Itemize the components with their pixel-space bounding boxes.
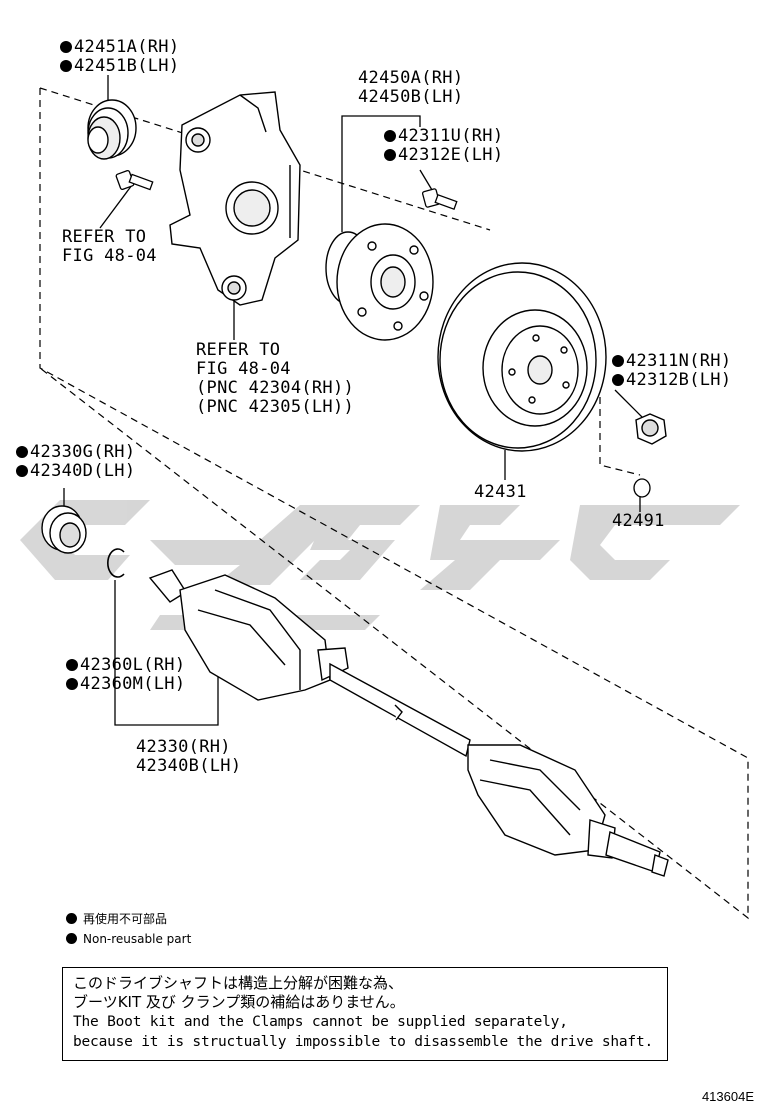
label-42330-rh: 42330(RH)	[136, 737, 231, 757]
legend-jp-text: 再使用不可部品	[83, 912, 168, 926]
label-42451-rh: 42451A(RH)	[74, 37, 180, 57]
label-42330g: 42330G(RH) 42340D(LH)	[16, 443, 135, 481]
lock-nut-part	[635, 413, 667, 445]
label-42360l-rh: 42360L(RH)	[80, 655, 186, 675]
note-jp-line2: ブーツKIT 及び クランプ類の補給はありません。	[73, 993, 405, 1011]
label-42312b-lh: 42312B(LH)	[626, 370, 732, 390]
watermark-logo	[20, 500, 740, 630]
note-en-line2: because it is structually impossible to …	[73, 1034, 654, 1050]
non-reusable-dot	[612, 355, 624, 367]
non-reusable-dot	[612, 374, 624, 386]
label-42360m-lh: 42360M(LH)	[80, 674, 186, 694]
refer-to-line: REFER TO	[62, 227, 147, 247]
legend-dot	[66, 933, 77, 944]
legend-en-text: Non-reusable part	[83, 932, 192, 946]
label-42311u: 42311U(RH) 42312E(LH)	[384, 127, 503, 165]
label-42312e-lh: 42312E(LH)	[398, 145, 504, 165]
label-refer-knuckle-top: REFER TO FIG 48-04	[62, 228, 157, 266]
hub-bolt-part	[421, 188, 458, 211]
legend-en: Non-reusable part	[66, 932, 191, 946]
label-42340b-lh: 42340B(LH)	[136, 756, 242, 776]
disc-rotor-part	[437, 262, 607, 452]
label-42451: 42451A(RH) 42451B(LH)	[60, 38, 179, 76]
knuckle-bolt-part	[115, 170, 154, 191]
pnc-lh-line: (PNC 42305(LH))	[196, 397, 355, 417]
pnc-rh-line: (PNC 42304(RH))	[196, 378, 355, 398]
label-42450-rh: 42450A(RH)	[358, 68, 464, 88]
label-42451-lh: 42451B(LH)	[74, 56, 180, 76]
axle-hub-part	[325, 223, 434, 341]
hub-cap-part	[633, 478, 651, 498]
label-42450-lh: 42450B(LH)	[358, 87, 464, 107]
note-en-line1: The Boot kit and the Clamps cannot be su…	[73, 1014, 568, 1030]
steering-knuckle-part	[169, 91, 301, 306]
legend-dot	[66, 913, 77, 924]
label-42340d-lh: 42340D(LH)	[30, 461, 136, 481]
legend-jp: 再使用不可部品	[66, 910, 167, 927]
non-reusable-dot	[384, 130, 396, 142]
label-42431: 42431	[474, 482, 527, 502]
refer-to-line: REFER TO	[196, 340, 281, 360]
note-box: このドライブシャフトは構造上分解が困難な為、 ブーツKIT 及び クランプ類の補…	[62, 967, 668, 1061]
label-42450: 42450A(RH) 42450B(LH)	[358, 69, 463, 107]
fig-ref-line: FIG 48-04	[196, 359, 291, 379]
hub-bearing-part	[87, 99, 137, 160]
fig-ref-line: FIG 48-04	[62, 246, 157, 266]
figure-id: 413604E	[701, 1089, 754, 1104]
non-reusable-dot	[60, 60, 72, 72]
non-reusable-dot	[66, 659, 78, 671]
label-42330g-rh: 42330G(RH)	[30, 442, 136, 462]
label-42311n-rh: 42311N(RH)	[626, 351, 732, 371]
label-42311u-rh: 42311U(RH)	[398, 126, 504, 146]
note-jp-line1: このドライブシャフトは構造上分解が困難な為、	[73, 974, 404, 992]
oil-seal-part	[41, 505, 87, 554]
snap-ring-part	[107, 548, 125, 578]
label-42491: 42491	[612, 511, 665, 531]
drive-shaft-part	[148, 569, 669, 877]
label-42311n: 42311N(RH) 42312B(LH)	[612, 352, 731, 390]
label-refer-knuckle-bottom: REFER TO FIG 48-04 (PNC 42304(RH)) (PNC …	[196, 341, 354, 417]
non-reusable-dot	[384, 149, 396, 161]
non-reusable-dot	[16, 465, 28, 477]
label-42330: 42330(RH) 42340B(LH)	[136, 738, 241, 776]
non-reusable-dot	[60, 41, 72, 53]
label-42360: 42360L(RH) 42360M(LH)	[66, 656, 185, 694]
non-reusable-dot	[66, 678, 78, 690]
non-reusable-dot	[16, 446, 28, 458]
